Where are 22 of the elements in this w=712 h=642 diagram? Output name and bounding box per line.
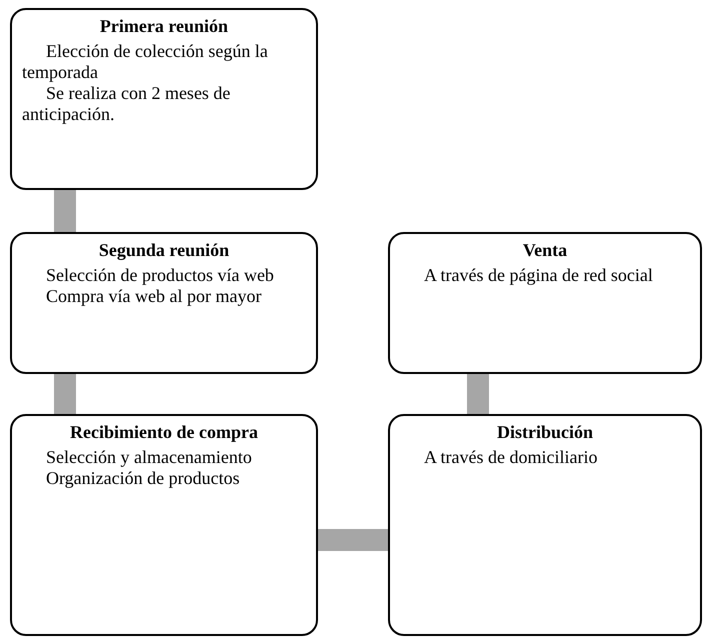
box-heading: Venta [522,240,568,261]
box-text: Selección de productos vía web [45,265,275,286]
box-text: A través de domiciliario [423,447,598,468]
box-heading: Segunda reunión [98,240,230,261]
box-text: A través de página de red social [423,265,654,286]
connector-bar [318,529,388,551]
box-text: Selección y almacenamiento [45,447,253,468]
connector-bar [467,374,489,414]
box-heading: Primera reunión [98,16,230,37]
box-text: Se realiza con 2 meses de anticipación. [22,83,232,125]
connector-bar [54,190,76,232]
box-text: Elección de colección según la temporada [22,41,269,83]
box-text: Compra vía web al por mayor [45,286,262,307]
box-heading: Distribución [496,422,594,443]
connector-bar [54,374,76,414]
box-text: Organización de productos [45,468,241,489]
process-box [388,232,702,374]
process-box [10,414,318,636]
process-box [10,8,318,190]
box-heading: Recibimiento de compra [69,422,259,443]
process-box [388,414,702,636]
process-box [10,232,318,374]
